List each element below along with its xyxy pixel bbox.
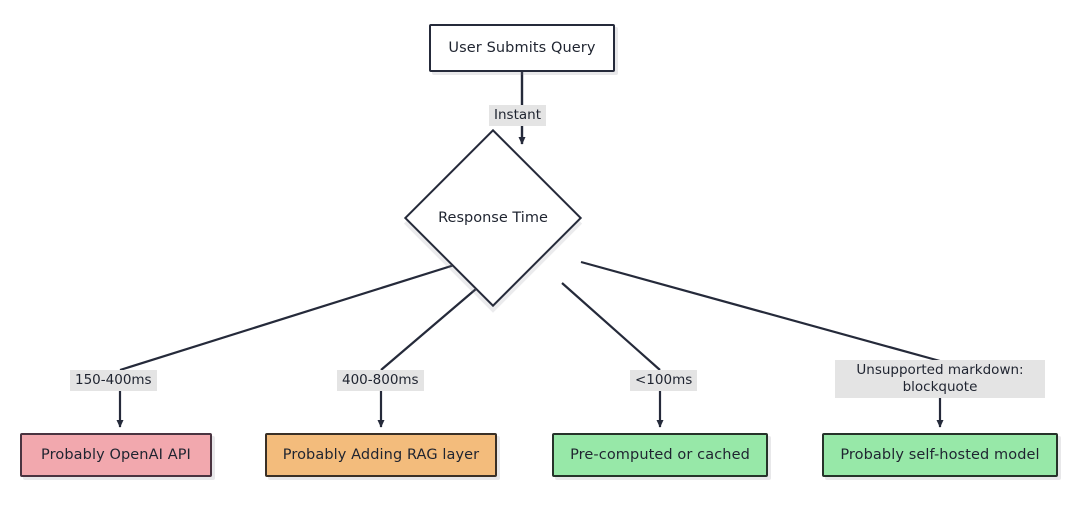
edge-label-150-400ms: 150-400ms <box>70 370 157 391</box>
edge-decision-to-openai <box>119 260 465 372</box>
edge-decision-to-rag <box>380 282 484 371</box>
node-probably-adding-rag-layer[interactable]: Probably Adding RAG layer <box>265 433 497 477</box>
edge-label-unsupported-markdown: Unsupported markdown: blockquote <box>835 360 1045 398</box>
edge-label-unsupported-markdown-line2: blockquote <box>902 379 978 395</box>
edge-label-under-100ms: <100ms <box>630 370 698 391</box>
edge-label-unsupported-markdown-line1: Unsupported markdown: <box>856 362 1024 378</box>
node-probably-openai-api[interactable]: Probably OpenAI API <box>20 433 212 477</box>
node-probably-self-hosted-model[interactable]: Probably self-hosted model <box>822 433 1058 477</box>
edge-label-400-800ms: 400-800ms <box>337 370 424 391</box>
node-user-submits-query[interactable]: User Submits Query <box>429 24 615 72</box>
node-pre-computed-or-cached[interactable]: Pre-computed or cached <box>552 433 768 477</box>
edge-label-instant: Instant <box>489 105 546 126</box>
edge-decision-to-cached <box>561 282 661 371</box>
edge-decision-to-selfhosted <box>580 260 941 363</box>
